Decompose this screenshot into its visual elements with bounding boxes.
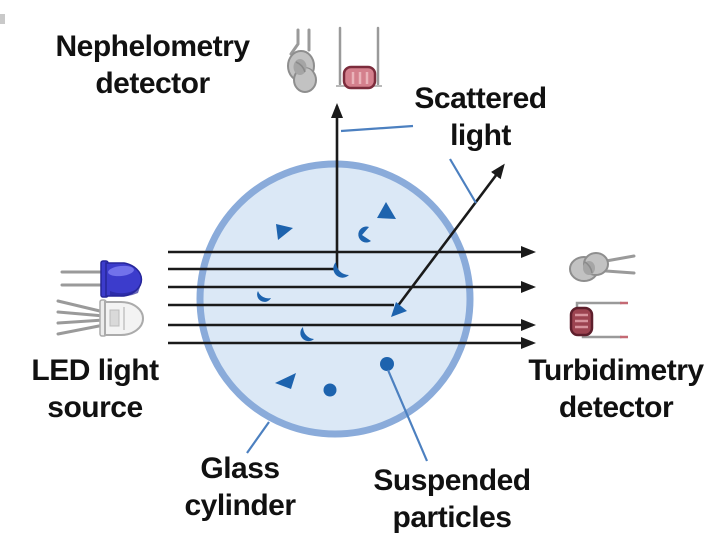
particle-crescent — [333, 262, 349, 278]
label-line: Nephelometry — [55, 30, 250, 63]
label-led-light-source: LED light source — [5, 352, 185, 426]
label-line: detector — [95, 67, 210, 100]
particle-half-disc — [358, 226, 371, 243]
scattered-light-arrow — [395, 163, 505, 308]
particle-dot — [380, 357, 394, 371]
label-line: particles — [392, 501, 512, 534]
turbidimetry-photoresistor-icon — [569, 301, 628, 339]
particle-triangle — [377, 202, 396, 219]
label-glass-cylinder: Glass cylinder — [154, 450, 326, 524]
label-line: cylinder — [184, 489, 296, 522]
label-line: Suspended — [373, 464, 531, 497]
turbidimetry-phototransistor-icon — [569, 252, 636, 282]
particle-crescent — [300, 327, 314, 342]
label-line: source — [47, 391, 143, 424]
label-line: LED light — [31, 354, 159, 387]
particle-arrowhead — [275, 373, 296, 389]
nephelometry-photoresistor-icon — [336, 26, 382, 90]
light-beams — [168, 103, 536, 349]
leader-lines — [246, 124, 477, 462]
particle-dot — [323, 383, 337, 397]
leader-glass-cylinder — [246, 421, 270, 454]
label-line: Glass — [200, 452, 280, 485]
clear-led-icon — [56, 299, 144, 337]
leader-scattered-to-diagonal-arrow — [449, 158, 477, 204]
label-line: Turbidimetry — [528, 354, 704, 387]
particle-crescent — [257, 291, 271, 302]
blue-led-icon — [60, 260, 143, 298]
particle-arrowhead — [391, 302, 407, 317]
leader-scattered-to-vertical-arrow — [340, 124, 414, 133]
particle-triangle — [276, 224, 293, 240]
suspended-particles — [257, 202, 407, 397]
label-suspended-particles: Suspended particles — [357, 462, 547, 536]
label-line: Scattered — [414, 82, 547, 115]
label-nephelometry-detector: Nephelometry detector — [25, 28, 280, 102]
label-scattered-light: Scattered light — [393, 80, 568, 154]
label-line: light — [450, 119, 511, 152]
glass-cylinder — [196, 160, 474, 438]
label-line: detector — [558, 391, 674, 424]
label-turbidimetry-detector: Turbidimetry detector — [516, 352, 716, 426]
leader-suspended-particles — [386, 369, 429, 462]
nephelometry-phototransistor-icon — [287, 28, 317, 93]
edge-artifact — [0, 14, 5, 24]
